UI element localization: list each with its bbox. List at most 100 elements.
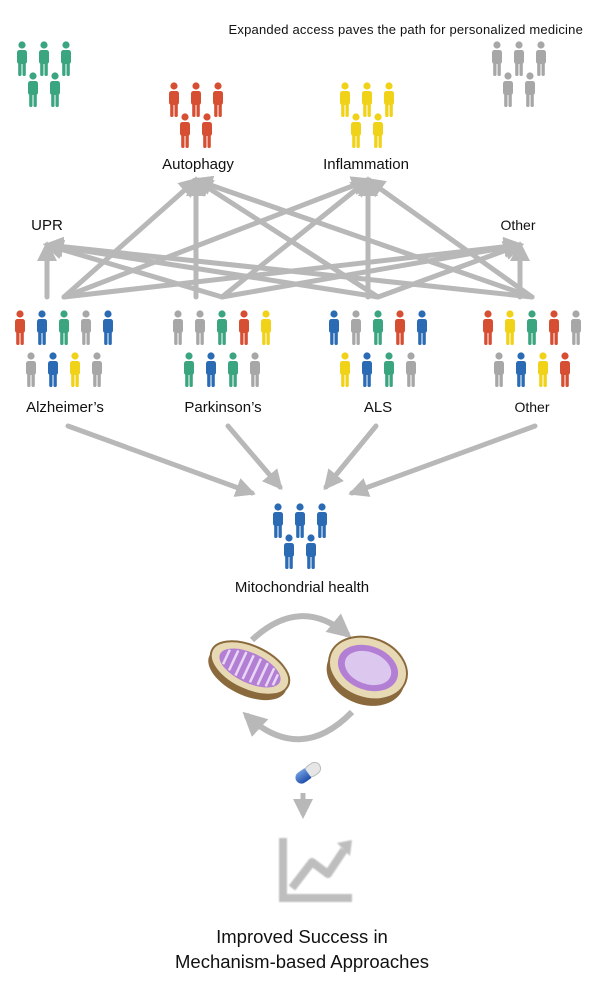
person-icon (261, 310, 271, 345)
people-group-alzheimers (15, 310, 113, 387)
cycle-arrow-bottom (242, 709, 355, 743)
person-icon (317, 503, 327, 538)
person-icon (538, 352, 548, 387)
mitochondrial-health-label: Mitochondrial health (234, 579, 370, 596)
outcome-line-1: Improved Success in (216, 926, 388, 947)
person-icon (384, 352, 394, 387)
person-icon (206, 352, 216, 387)
person-icon (373, 113, 383, 148)
person-icon (250, 352, 260, 387)
person-icon (173, 310, 183, 345)
cycle-arrow-top (249, 613, 352, 643)
tagline: Expanded access paves the path for perso… (228, 22, 583, 37)
person-icon (92, 352, 102, 387)
person-icon (295, 503, 305, 538)
people-group-mitochondrial (273, 503, 327, 569)
people-group-other-disease (483, 310, 581, 387)
person-icon (50, 72, 60, 107)
convergence-arrows (65, 423, 538, 497)
mitochondrion-icon (208, 640, 291, 701)
person-icon (202, 113, 212, 148)
person-icon (483, 310, 493, 345)
people-group-autophagy (169, 82, 223, 148)
people-group-inflammation (340, 82, 394, 148)
arrow-als-to-oth (375, 241, 524, 300)
person-icon (417, 310, 427, 345)
arrow-parkinsons-to-mito (225, 423, 283, 491)
person-icon (37, 310, 47, 345)
person-icon (395, 310, 405, 345)
arrow-other-to-mito (348, 423, 538, 497)
capsule-icon (295, 761, 322, 784)
pathway-arrows (37, 175, 535, 300)
arrow-oth-to-upr (43, 236, 535, 300)
person-icon (70, 352, 80, 387)
mitochondria-cycle (208, 613, 408, 743)
person-icon (195, 310, 205, 345)
disease-label-als: ALS (363, 399, 393, 416)
person-icon (217, 310, 227, 345)
arrow-als-to-mito (323, 423, 379, 491)
person-icon (180, 113, 190, 148)
person-icon (81, 310, 91, 345)
arrow-als-to-upr (43, 237, 381, 300)
arrow-alz-to-aut (61, 177, 199, 300)
person-icon (48, 352, 58, 387)
disease-label-alzheimers: Alzheimer’s (26, 399, 104, 416)
person-icon (351, 310, 361, 345)
people-group-upr (17, 41, 71, 107)
person-icon (351, 113, 361, 148)
arrow-oth-to-inf (364, 177, 535, 300)
mitochondrion-swollen-icon (326, 635, 408, 706)
growth-chart-icon (279, 838, 352, 902)
outcome-line-2: Mechanism-based Approaches (174, 951, 430, 972)
arrow-alzheimers-to-mito (65, 423, 256, 497)
person-icon (362, 82, 372, 117)
person-icon (306, 534, 316, 569)
person-icon (329, 310, 339, 345)
person-icon (362, 352, 372, 387)
person-icon (503, 72, 513, 107)
person-icon (239, 310, 249, 345)
person-icon (28, 72, 38, 107)
person-icon (536, 41, 546, 76)
person-icon (549, 310, 559, 345)
person-icon (340, 82, 350, 117)
person-icon (15, 310, 25, 345)
person-icon (571, 310, 581, 345)
person-icon (384, 82, 394, 117)
person-icon (273, 503, 283, 538)
pathway-label-other: Other (500, 217, 536, 233)
pathway-label-autophagy: Autophagy (162, 156, 234, 173)
person-icon (228, 352, 238, 387)
person-icon (213, 82, 223, 117)
disease-label-parkinsons: Parkinson’s (184, 399, 262, 416)
person-icon (527, 310, 537, 345)
person-icon (191, 82, 201, 117)
people-group-other (492, 41, 546, 107)
person-icon (373, 310, 383, 345)
person-icon (560, 352, 570, 387)
person-icon (169, 82, 179, 117)
arrow-oth-to-aut (192, 175, 535, 300)
person-icon (284, 534, 294, 569)
person-icon (26, 352, 36, 387)
person-icon (525, 72, 535, 107)
pathway-label-upr: UPR (31, 217, 63, 234)
arrow-alz-to-inf (61, 176, 372, 300)
person-icon (406, 352, 416, 387)
person-icon (61, 41, 71, 76)
outcome-text: Improved Success in Mechanism-based Appr… (175, 924, 429, 974)
person-icon (17, 41, 27, 76)
person-icon (492, 41, 502, 76)
person-icon (505, 310, 515, 345)
person-icon (516, 352, 526, 387)
people-group-als (329, 310, 427, 387)
pathway-label-inflammation: Inflammation (323, 156, 409, 173)
person-icon (494, 352, 504, 387)
people-group-parkinsons (173, 310, 271, 387)
person-icon (184, 352, 194, 387)
patient-groups (15, 41, 581, 569)
person-icon (514, 41, 524, 76)
